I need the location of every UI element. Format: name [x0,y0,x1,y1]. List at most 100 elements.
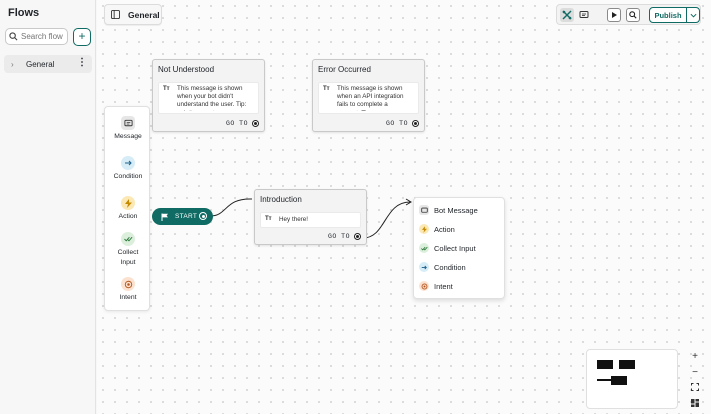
palette-item-label: Message [114,133,142,140]
goto-label: GO TO [225,120,248,127]
toolbar: Publish [556,4,701,25]
message-icon [419,205,429,215]
tools-icon [562,10,572,20]
output-port[interactable] [412,120,419,127]
comment-icon [579,11,589,18]
start-output-port[interactable] [199,212,207,220]
sidebar-title: Flows [8,7,40,19]
palette-item-label: Collect Input [117,249,139,266]
double-check-icon [121,232,135,246]
publish-divider [686,8,687,22]
layout-button[interactable] [689,397,701,409]
output-port[interactable] [252,120,259,127]
menu-item-label: Intent [434,281,453,291]
node-not-understood[interactable]: Not Understood Tт This message is shown … [152,59,265,132]
sidebar: Flows + › General ⋮ [0,0,96,414]
node-goto: GO TO [386,120,419,127]
menu-item-bot-message[interactable]: Bot Message [419,203,501,217]
zoom-out-button[interactable]: − [692,366,698,378]
search-icon [629,11,637,19]
menu-item-action[interactable]: Action [419,222,501,236]
menu-item-label: Action [434,224,455,234]
menu-item-collect-input[interactable]: Collect Input [419,241,501,255]
minimap[interactable] [586,349,678,409]
more-options-icon[interactable]: ⋮ [77,57,87,68]
node-title: Not Understood [158,65,215,74]
node-title: Introduction [260,195,302,204]
flow-canvas[interactable] [97,0,711,414]
double-check-icon [419,243,429,253]
tools-button[interactable] [560,8,574,22]
node-message-text: Hey there! [279,216,309,223]
minimap-node [611,376,627,385]
search-icon [9,32,18,41]
menu-item-label: Condition [434,262,466,272]
node-error-occurred[interactable]: Error Occurred Tт This message is shown … [312,59,425,132]
start-label: START [175,213,198,220]
comment-button[interactable] [577,8,591,22]
message-icon [121,116,135,130]
connector-start-intro [209,198,253,217]
publish-button[interactable]: Publish [654,10,682,20]
chevron-right-icon: › [11,59,14,69]
lightning-icon [121,196,135,210]
node-message[interactable]: Tт Hey there! [260,212,361,228]
goto-label: GO TO [327,233,350,240]
palette-item-label: Action [118,213,138,220]
node-message-text: This message is shown when an API integr… [337,85,404,111]
run-button[interactable] [607,8,621,22]
start-node[interactable]: START [152,208,213,225]
sidebar-toggle-icon[interactable] [111,10,120,19]
goto-label: GO TO [385,120,408,127]
node-message[interactable]: Tт This message is shown when your bot d… [158,82,259,114]
publish-group: Publish [649,7,700,23]
text-type-icon: Tт [163,86,170,92]
add-flow-button[interactable]: + [73,28,91,46]
output-port[interactable] [354,233,361,240]
minimap-node [597,360,613,369]
play-icon [612,12,617,18]
search-flow-button[interactable] [626,8,640,22]
node-message-text: This message is shown when your bot didn… [177,85,247,111]
flow-item-general[interactable]: › General ⋮ [4,55,92,73]
palette-item-collect-input[interactable]: Collect Input [105,232,151,268]
arrow-right-icon [419,262,429,272]
flag-icon [161,213,168,221]
menu-item-label: Collect Input [434,243,476,253]
search-box[interactable] [5,28,68,45]
palette-item-intent[interactable]: Intent [105,277,151,303]
layout-icon [691,399,699,407]
menu-item-label: Bot Message [434,205,478,215]
connector-arrowhead [405,198,412,206]
palette-item-action[interactable]: Action [105,196,151,222]
arrow-right-icon [121,156,135,170]
text-type-icon: Tт [265,216,272,222]
connector-intro-menu [362,201,411,239]
flow-item-label: General [26,59,55,69]
tab-label: General [128,9,160,20]
node-goto: GO TO [226,120,259,127]
palette-item-condition[interactable]: Condition [105,156,151,182]
menu-item-condition[interactable]: Condition [419,260,501,274]
chevron-down-icon [690,13,696,18]
minimap-node [619,360,635,369]
node-title: Error Occurred [318,65,371,74]
flow-tab[interactable]: General [104,4,162,25]
node-goto: GO TO [328,233,361,240]
add-node-menu: Bot Message Action Collect Input Conditi… [413,197,505,299]
node-introduction[interactable]: Introduction Tт Hey there! GO TO [254,189,367,245]
menu-item-intent[interactable]: Intent [419,279,501,293]
node-message[interactable]: Tт This message is shown when an API int… [318,82,419,114]
search-input[interactable] [21,32,63,41]
text-type-icon: Tт [323,86,330,92]
palette-item-label: Condition [113,173,143,180]
target-icon [121,277,135,291]
palette-item-message[interactable]: Message [105,116,151,142]
zoom-in-button[interactable]: + [692,350,698,362]
minimap-preview [597,360,635,385]
fit-view-button[interactable] [689,381,701,393]
fit-view-icon [691,383,699,391]
palette-item-label: Intent [119,294,137,301]
publish-options-button[interactable] [687,13,699,18]
